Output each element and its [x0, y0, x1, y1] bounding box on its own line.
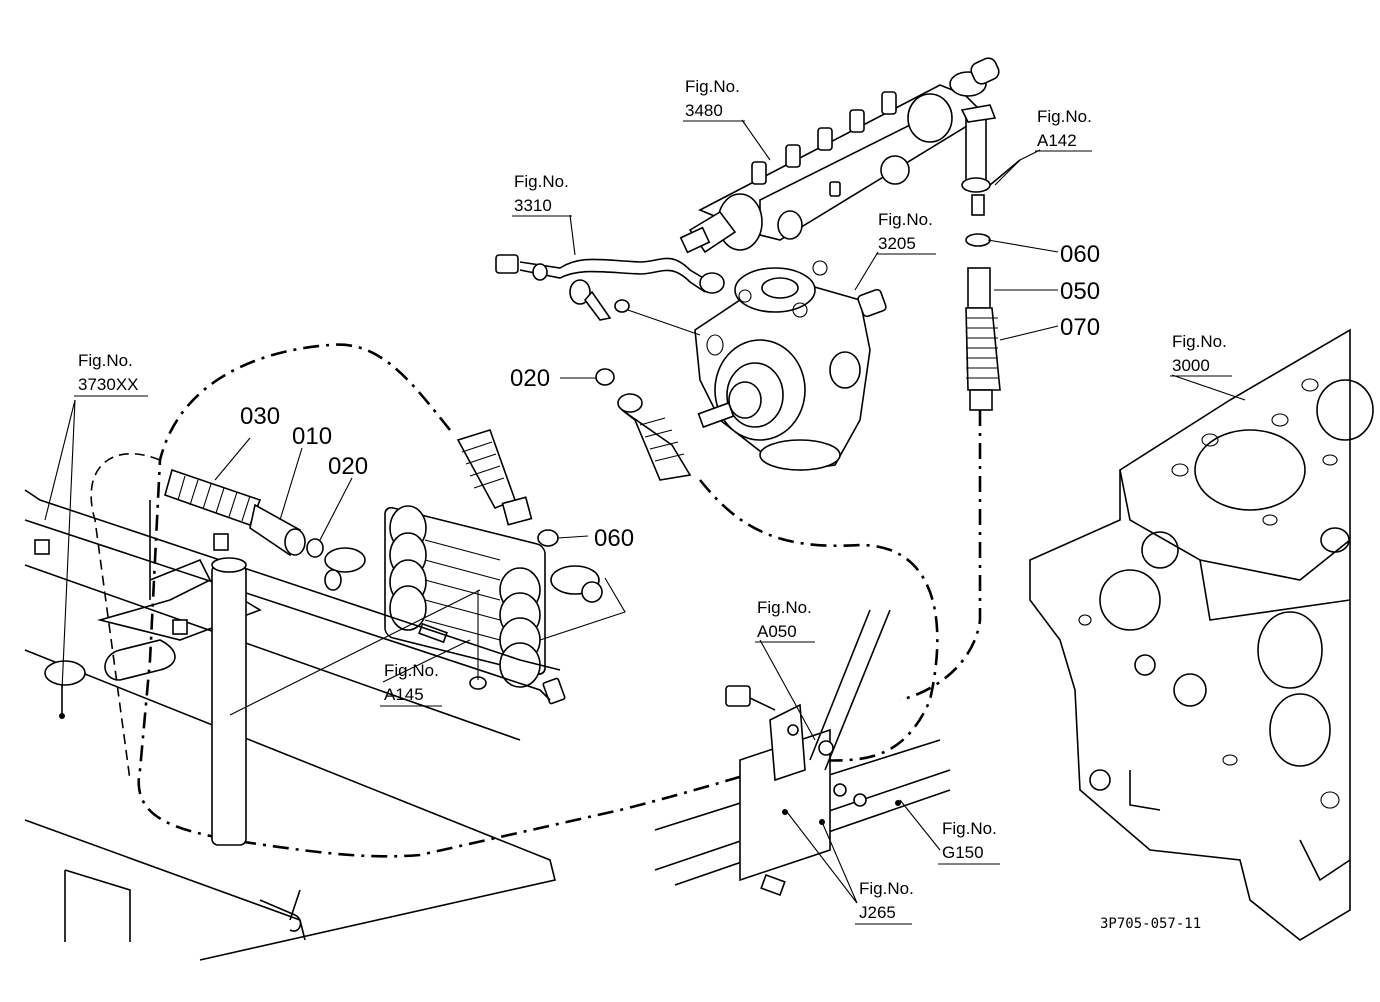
overflow-hose-assembly — [960, 104, 1021, 411]
leader-lines — [44, 119, 1246, 904]
fig-prefix: Fig.No. — [757, 598, 812, 617]
part-label-030: 030 — [240, 403, 280, 430]
fig-number: 3480 — [685, 101, 723, 120]
figure-ref-3310: Fig.No. 3310 — [512, 172, 572, 217]
part-label-010: 010 — [292, 423, 332, 450]
fig-number: 3205 — [878, 234, 916, 253]
fig-prefix: Fig.No. — [878, 210, 933, 229]
figure-ref-a050: Fig.No. A050 — [755, 598, 815, 643]
fuel-hose-030 — [164, 468, 366, 591]
drawing-code: 3P705-057-11 — [1100, 916, 1201, 932]
leak-hose — [595, 368, 692, 481]
fig-prefix: Fig.No. — [1172, 332, 1227, 351]
part-label-060-top: 060 — [1060, 241, 1100, 268]
bracket-crossmember — [654, 609, 951, 897]
part-label-050: 050 — [1060, 278, 1100, 305]
part-label-060-mid: 060 — [594, 525, 634, 552]
part-label-020-mid: 020 — [510, 365, 550, 392]
figure-ref-g150: Fig.No. G150 — [938, 819, 1000, 865]
fig-number: J265 — [859, 903, 896, 922]
return-hose — [456, 429, 559, 547]
fig-prefix: Fig.No. — [1037, 107, 1092, 126]
hose-routing — [90, 343, 982, 858]
figure-ref-j265: Fig.No. J265 — [855, 879, 914, 925]
figure-ref-a145: Fig.No. A145 — [380, 661, 442, 707]
part-label-020-left: 020 — [328, 453, 368, 480]
fig-prefix: Fig.No. — [514, 172, 569, 191]
common-rail — [679, 57, 1000, 254]
fig-number: 3730XX — [78, 375, 139, 394]
figure-ref-3000: Fig.No. 3000 — [1170, 332, 1232, 377]
fig-prefix: Fig.No. — [685, 77, 740, 96]
figure-ref-3205: Fig.No. 3205 — [876, 210, 936, 255]
fig-number: A142 — [1037, 131, 1077, 150]
fig-prefix: Fig.No. — [78, 351, 133, 370]
fig-prefix: Fig.No. — [859, 879, 914, 898]
part-label-070: 070 — [1060, 314, 1100, 341]
injection-pump — [694, 260, 887, 471]
figure-ref-3730xx: Fig.No. 3730XX — [74, 351, 148, 397]
fig-number: 3310 — [514, 196, 552, 215]
fuel-cooler-a145 — [384, 505, 603, 705]
figure-ref-3480: Fig.No. 3480 — [683, 77, 745, 122]
fig-number: A050 — [757, 622, 797, 641]
fig-number: G150 — [942, 843, 984, 862]
fuel-pipe-3310 — [495, 254, 725, 336]
frame-structure — [24, 489, 561, 961]
engine-block — [1029, 328, 1374, 941]
fig-number: 3000 — [1172, 356, 1210, 375]
fig-number: A145 — [384, 685, 424, 704]
fig-prefix: Fig.No. — [942, 819, 997, 838]
figure-ref-a142: Fig.No. A142 — [1035, 107, 1092, 152]
fig-prefix: Fig.No. — [384, 661, 439, 680]
